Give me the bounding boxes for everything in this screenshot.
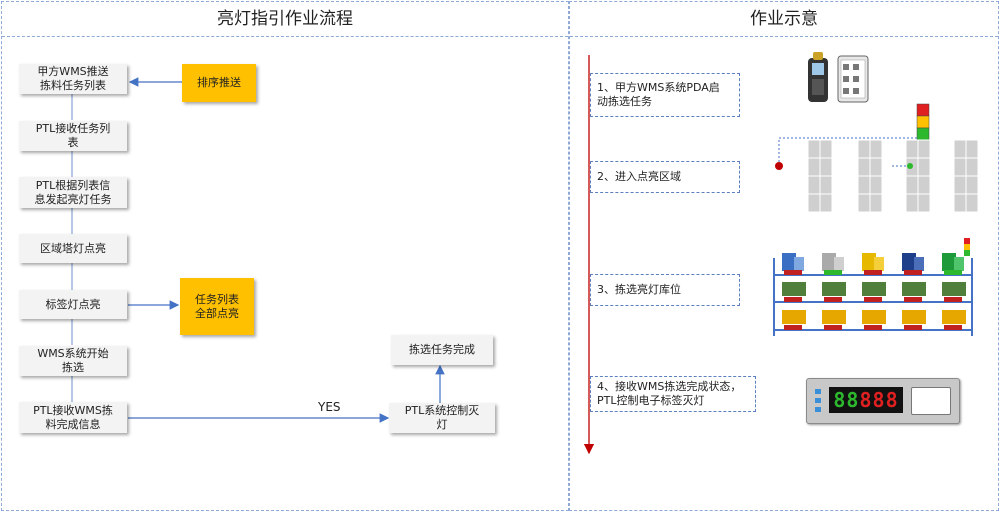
bottom-bins	[782, 310, 966, 324]
note-pick-lit-slot: 3、拣选亮灯库位	[590, 274, 740, 306]
note-pda-start: 1、甲方WMS系统PDA启 动拣选任务	[590, 73, 740, 117]
picker-path-icon	[775, 137, 918, 170]
note-enter-zone: 2、进入点亮区域	[590, 161, 740, 193]
middle-bins	[782, 282, 966, 296]
step-wms-start-pick: WMS系统开始 拣选	[19, 346, 127, 376]
all-lit-box: 任务列表 全部点亮	[180, 278, 254, 335]
step-ptl-receive-list: PTL接收任务列 表	[19, 121, 127, 151]
step-zone-tower-light: 区域塔灯点亮	[19, 234, 127, 263]
step-wms-push: 甲方WMS推送 拣料任务列表	[19, 64, 127, 94]
yes-label: YES	[318, 400, 341, 414]
status-dots-icon	[815, 389, 821, 413]
right-panel: 作业示意	[569, 1, 999, 511]
left-panel: 亮灯指引作业流程	[1, 1, 569, 511]
pda-screen-icon	[837, 55, 869, 103]
rack-tower-light-icon	[964, 238, 970, 256]
left-panel-title: 亮灯指引作业流程	[2, 2, 568, 37]
digit-display: 88888	[829, 387, 903, 413]
pick-done-box: 拣选任务完成	[391, 335, 493, 365]
step-label-light: 标签灯点亮	[19, 290, 127, 319]
tower-light-icon	[916, 103, 930, 141]
top-bins	[782, 253, 964, 271]
step-ptl-start-light: PTL根据列表信 息发起亮灯任务	[19, 177, 127, 208]
electronic-label-device: 88888	[806, 378, 960, 424]
shelf-rows	[807, 139, 979, 213]
confirm-button[interactable]	[911, 387, 951, 415]
label-light-icons	[784, 270, 962, 330]
step-ptl-receive-done: PTL接收WMS拣 料完成信息	[19, 402, 127, 433]
right-panel-title: 作业示意	[570, 2, 998, 37]
sort-push-box: 排序推送	[182, 64, 256, 102]
pda-scanner-icon	[808, 52, 828, 102]
note-lights-off: 4、接收WMS拣选完成状态， PTL控制电子标签灭灯	[590, 376, 756, 412]
ptl-off-box: PTL系统控制灭 灯	[389, 403, 495, 433]
